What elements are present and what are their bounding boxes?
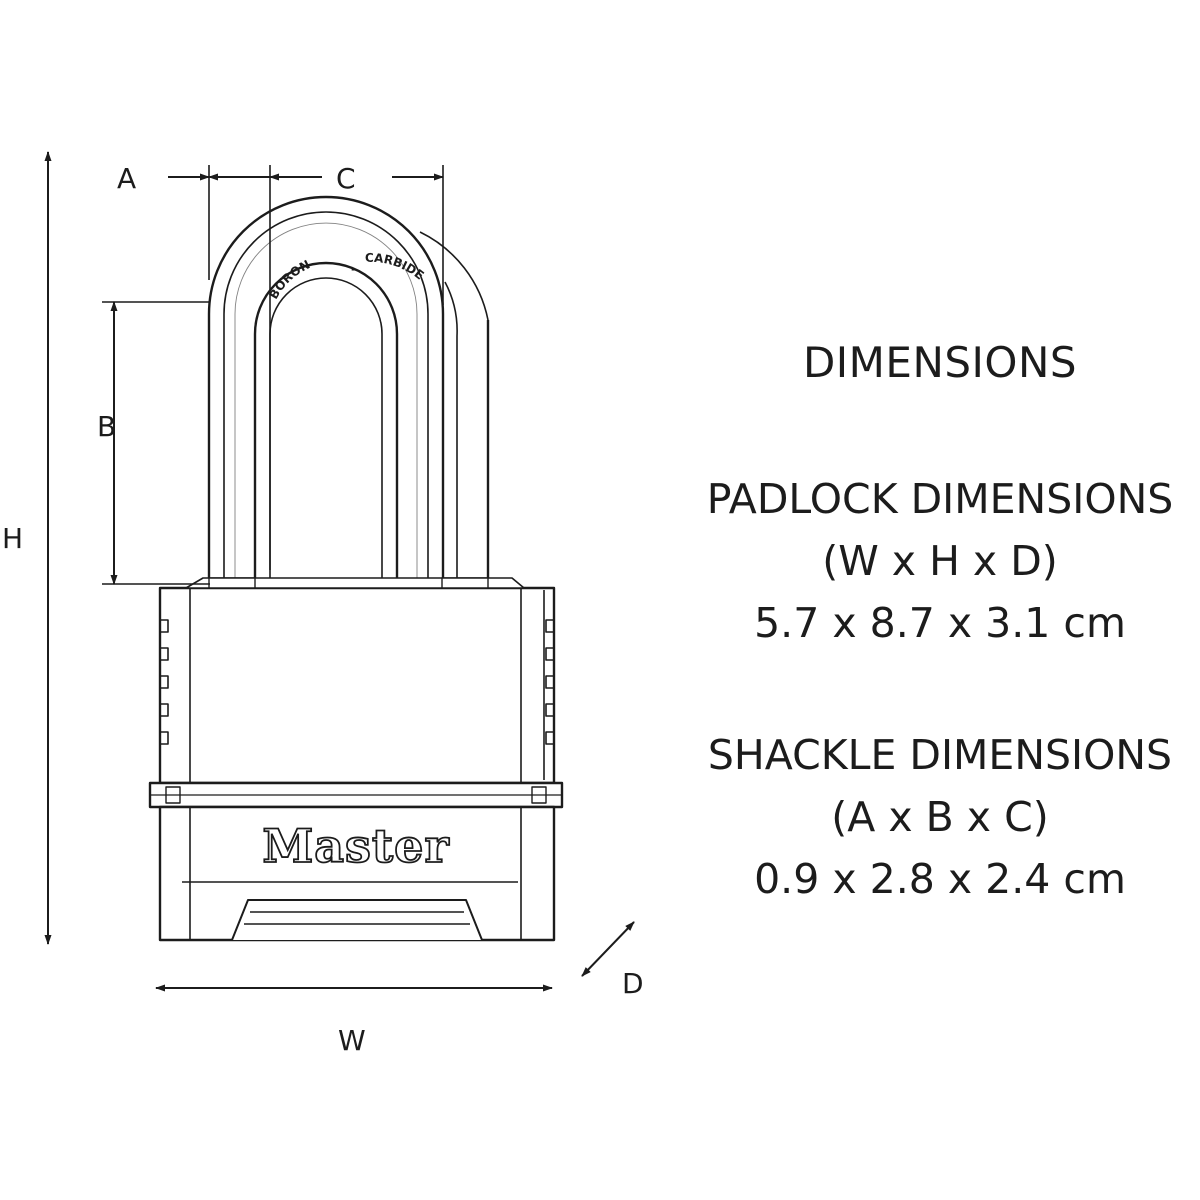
arrow-d	[581, 921, 635, 977]
shackle-dimensions-heading: SHACKLE DIMENSIONS	[707, 731, 1173, 779]
dimension-arrows	[44, 151, 635, 992]
dimensions-title: DIMENSIONS	[802, 338, 1078, 387]
padlock-dimensions-block: PADLOCK DIMENSIONS (W x H x D) 5.7 x 8.7…	[680, 468, 1200, 654]
label-a: A	[117, 162, 136, 195]
lock-body-upper	[158, 577, 556, 785]
brand-logo: Master	[262, 819, 449, 873]
padlock-dimensions-format: (W x H x D)	[822, 537, 1058, 585]
shackle-dimensions-block: SHACKLE DIMENSIONS (A x B x C) 0.9 x 2.8…	[680, 724, 1200, 910]
label-h: H	[2, 522, 23, 555]
padlock-dimensions-value: 5.7 x 8.7 x 3.1 cm	[754, 599, 1126, 647]
lock-band	[148, 781, 564, 809]
shackle-dimensions-value: 0.9 x 2.8 x 2.4 cm	[754, 855, 1126, 903]
padlock-dimensions-heading: PADLOCK DIMENSIONS	[706, 475, 1174, 523]
shackle	[207, 195, 490, 578]
label-c: C	[336, 162, 356, 195]
lock-body-lower	[158, 805, 556, 942]
svg-text:BORON: BORON	[266, 257, 312, 301]
label-d: D	[622, 967, 644, 1000]
engraving-separator: -	[351, 262, 356, 276]
label-w: W	[338, 1024, 366, 1057]
extension-lines	[102, 165, 444, 585]
svg-text:CARBIDE: CARBIDE	[365, 251, 427, 283]
label-b: B	[97, 410, 116, 443]
shackle-dimensions-format: (A x B x C)	[831, 793, 1049, 841]
engraving-left: BORON	[266, 257, 312, 301]
shackle-engraving: BORON - CARBIDE	[266, 251, 426, 302]
engraving-right: CARBIDE	[365, 251, 427, 283]
